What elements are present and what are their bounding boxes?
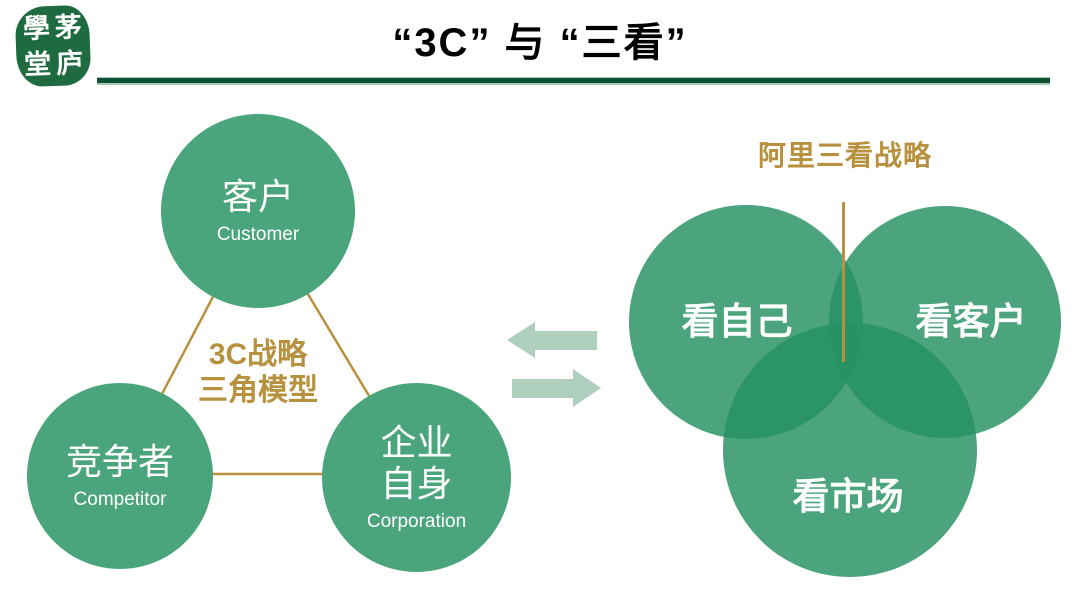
left-arrow-icon — [507, 322, 597, 358]
competitor-label-zh: 竞争者 — [65, 440, 174, 482]
corporation-circle: 企业 自身 Corporation — [322, 383, 511, 572]
page-title: “3C” 与 “三看” — [392, 21, 688, 65]
venn-divider-line — [842, 202, 845, 362]
look-self-label: 看自己 — [681, 301, 793, 342]
competitor-circle: 竞争者 Competitor — [27, 383, 213, 569]
corporation-label-en: Corporation — [366, 511, 467, 533]
ali-three-looks-title: 阿里三看战略 — [757, 140, 932, 171]
right-arrow-icon — [512, 369, 601, 407]
3c-model-title-line2: 三角模型 — [198, 374, 318, 407]
triangle-connector-lines — [117, 208, 419, 476]
look-market-label: 看市场 — [792, 476, 904, 517]
look-market-circle — [723, 323, 977, 577]
customer-label-zh: 客户 — [221, 175, 294, 217]
3c-model-title-line1: 3C战略 — [208, 338, 308, 371]
corporation-label-zh-line1: 企业 — [380, 421, 453, 463]
customer-circle: 客户 Customer — [161, 114, 355, 308]
title-underline — [97, 78, 1050, 83]
corporation-label-zh-line2: 自身 — [380, 463, 453, 504]
customer-label-en: Customer — [216, 224, 300, 246]
3c-model-title: 3C战略 三角模型 — [168, 337, 348, 409]
look-customer-label: 看客户 — [915, 301, 1027, 342]
competitor-label-en: Competitor — [73, 489, 167, 511]
